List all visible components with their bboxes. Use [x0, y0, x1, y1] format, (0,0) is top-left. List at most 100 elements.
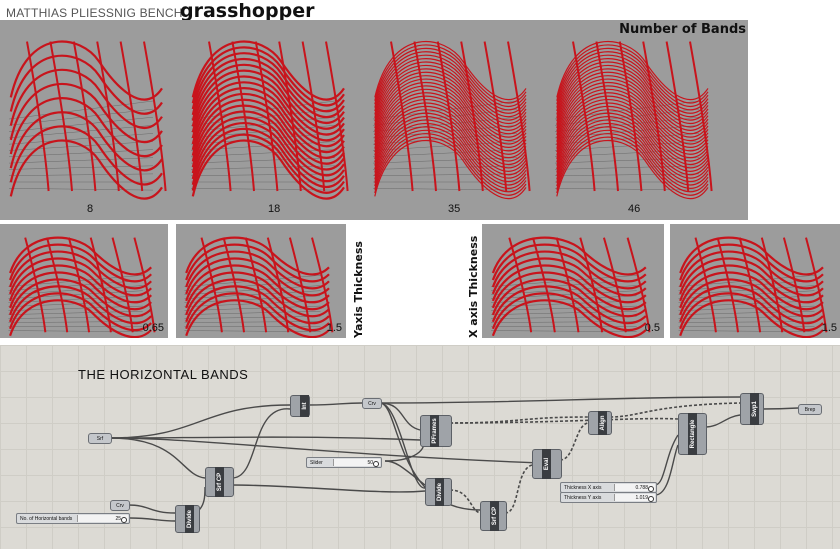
- floor-grid-line: [190, 149, 336, 158]
- horizontal-band: [556, 136, 709, 196]
- horizontal-band: [185, 257, 330, 297]
- srf-cp-label-2: Srf CP: [491, 506, 498, 526]
- bands-viewport: [0, 20, 180, 200]
- horizontal-band: [374, 133, 527, 193]
- horizontal-band: [374, 92, 527, 152]
- brep-param[interactable]: Brep: [798, 404, 822, 415]
- horizontal-band: [374, 112, 527, 172]
- bands-viewport: [546, 20, 726, 200]
- vertical-band: [143, 41, 167, 192]
- bench-drawing: [491, 236, 651, 338]
- vertical-band: [665, 41, 690, 192]
- thickness-label-3: 0.5: [644, 322, 660, 334]
- horizontal-band: [9, 292, 152, 332]
- horizontal-band: [191, 98, 345, 159]
- vertical-band: [579, 237, 604, 333]
- bands-viewport: [182, 20, 362, 200]
- vertical-band: [46, 237, 69, 333]
- bench-drawing: [8, 40, 167, 200]
- vertical-band: [531, 237, 556, 333]
- num-bands-slider-track[interactable]: [77, 515, 128, 522]
- srf-cp-component-1[interactable]: Srf CP: [205, 467, 234, 497]
- floor-grid-line: [372, 173, 518, 176]
- vertical-band: [760, 237, 784, 333]
- horizontal-band: [491, 264, 647, 304]
- vertical-band: [805, 237, 828, 333]
- thickness-y-track[interactable]: [614, 494, 655, 501]
- slider-control-value: 50: [367, 459, 373, 466]
- horizontal-band: [374, 99, 527, 159]
- srf-cp-label-1: Srf CP: [216, 472, 223, 492]
- floor-grid-line: [491, 321, 637, 323]
- floor-grid-line: [190, 165, 336, 170]
- vertical-band: [311, 237, 334, 333]
- vertical-band: [483, 41, 508, 192]
- vertical-band: [460, 41, 484, 192]
- bench-drawing: [554, 41, 713, 200]
- floor-grid-line: [554, 173, 700, 176]
- project-title: MATTHIAS PLIESSNIG BENCH: [6, 6, 183, 20]
- align-component[interactable]: Align: [588, 411, 612, 435]
- vertical-band: [618, 41, 643, 192]
- horizontal-band: [679, 292, 824, 332]
- horizontal-band: [679, 257, 824, 297]
- band-label-2: 18: [268, 203, 281, 215]
- slider-knob-icon[interactable]: [121, 516, 127, 523]
- thickness-y-slider[interactable]: Thickness Y axis 1.019: [560, 492, 657, 503]
- divide-component-2[interactable]: Divide: [425, 478, 452, 506]
- horizontal-band: [679, 264, 824, 304]
- horizontal-band: [556, 109, 709, 169]
- num-horizontal-bands-slider[interactable]: No. of Horizontal bands 25: [16, 513, 130, 524]
- thickness-label-1: 0.65: [142, 322, 164, 334]
- slider-knob-icon[interactable]: [648, 485, 654, 492]
- definition-title: THE HORIZONTAL BANDS: [78, 367, 249, 382]
- horizontal-band: [9, 250, 152, 290]
- horizontal-band: [374, 116, 527, 176]
- int-component[interactable]: Int: [290, 395, 310, 417]
- slider-knob-icon[interactable]: [648, 495, 654, 502]
- floor-grid-line: [184, 321, 321, 323]
- floor-grid-line: [372, 149, 518, 158]
- floor-grid-line: [8, 165, 154, 170]
- horizontal-band: [185, 243, 330, 283]
- vertical-band: [716, 237, 739, 333]
- swp1-component[interactable]: Swp1: [740, 393, 764, 425]
- grasshopper-canvas[interactable]: THE HORIZONTAL BANDS: [0, 345, 840, 549]
- horizontal-band: [191, 93, 345, 154]
- int-component-label: Int: [301, 402, 308, 410]
- horizontal-band: [556, 105, 709, 165]
- horizontal-band: [9, 243, 152, 283]
- pframes-label: PFrames: [431, 418, 438, 444]
- horizontal-band: [556, 41, 709, 101]
- horizontal-band: [679, 243, 824, 283]
- horizontal-band: [374, 44, 527, 104]
- vertical-band: [390, 41, 414, 192]
- eval-component[interactable]: Eval: [532, 449, 562, 479]
- slider-control[interactable]: Slider 50: [306, 457, 382, 468]
- vertical-band: [325, 41, 349, 192]
- crv-param-top[interactable]: Crv: [362, 398, 382, 409]
- vertical-band: [254, 41, 279, 192]
- rectangle-component[interactable]: Rectangle: [678, 413, 707, 455]
- floor-grid-line: [8, 116, 154, 132]
- slider-knob-icon[interactable]: [373, 460, 379, 467]
- horizontal-band: [185, 292, 330, 332]
- horizontal-band: [9, 68, 163, 129]
- slider-control-track[interactable]: [333, 459, 380, 466]
- srf-param[interactable]: Srf: [88, 433, 112, 444]
- vertical-band: [111, 237, 134, 333]
- num-bands-slider-label: No. of Horizontal bands: [20, 515, 73, 522]
- divide-component-1[interactable]: Divide: [175, 505, 200, 533]
- horizontal-band: [556, 47, 709, 107]
- thickness-x-track[interactable]: [614, 484, 655, 491]
- thickness-panel-1: 0.65: [0, 224, 168, 338]
- pframes-component[interactable]: PFrames: [420, 415, 452, 447]
- vertical-band: [208, 41, 232, 192]
- vertical-band: [642, 41, 666, 192]
- thickness-panel-4: 1.5: [670, 224, 840, 338]
- vertical-band: [738, 237, 762, 333]
- horizontal-band: [9, 257, 152, 297]
- crv-param-bottom[interactable]: Crv: [110, 500, 130, 511]
- srf-cp-component-2[interactable]: Srf CP: [480, 501, 507, 531]
- horizontal-band: [191, 69, 345, 130]
